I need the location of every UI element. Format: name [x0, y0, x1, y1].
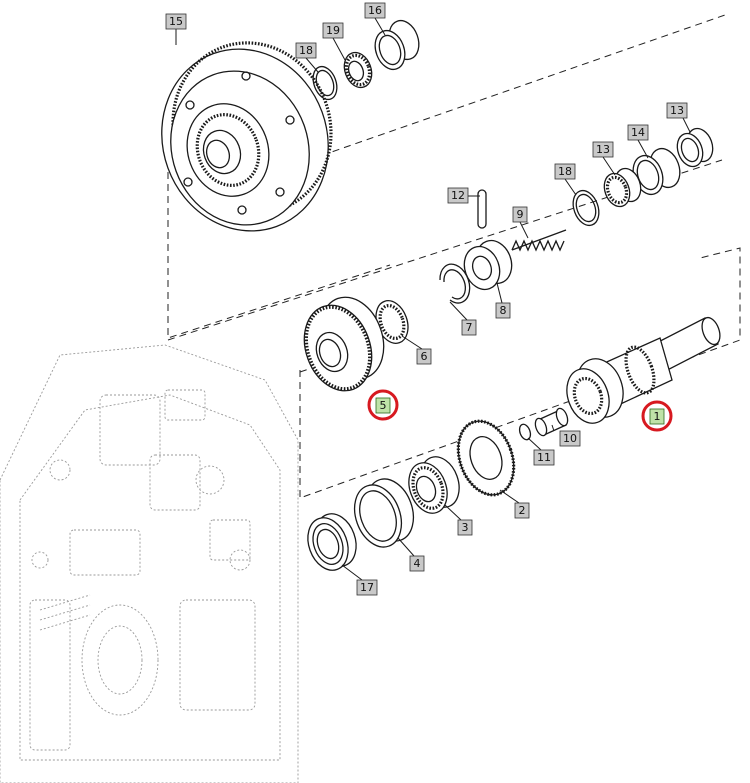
- callout-3[interactable]: 3: [457, 519, 473, 536]
- callout-2[interactable]: 2: [514, 502, 530, 519]
- needle-bearing-part-19: [343, 51, 373, 89]
- callout-11[interactable]: 11: [533, 449, 555, 466]
- collar-part-8: [463, 239, 513, 291]
- callout-17[interactable]: 17: [356, 579, 378, 596]
- shaft-part-1: [566, 316, 721, 424]
- svg-text:8: 8: [500, 304, 507, 317]
- bearing-part-13-left: [603, 167, 642, 208]
- svg-text:13: 13: [670, 104, 684, 117]
- svg-text:18: 18: [558, 165, 572, 178]
- seal-part-17: [307, 513, 357, 571]
- callout-10[interactable]: 10: [559, 430, 581, 447]
- sleeve-part-16: [374, 19, 420, 71]
- transmission-housing-ghost: [0, 344, 299, 783]
- svg-text:1: 1: [654, 410, 661, 423]
- large-gear-part-15: [161, 41, 333, 232]
- svg-text:14: 14: [631, 126, 645, 139]
- bearing-cup-part-4: [353, 478, 415, 548]
- svg-text:18: 18: [299, 44, 313, 57]
- bearing-part-13-right: [676, 127, 714, 168]
- splined-ring-part-6: [375, 300, 409, 344]
- svg-text:9: 9: [517, 208, 524, 221]
- callout-9[interactable]: 9: [512, 206, 528, 223]
- thin-ring-part-18-upper: [312, 65, 338, 101]
- callout-14[interactable]: 14: [627, 124, 649, 141]
- callout-1[interactable]: 1: [649, 408, 665, 425]
- callout-18-upper[interactable]: 18: [295, 42, 317, 59]
- callout-4[interactable]: 4: [409, 555, 425, 572]
- svg-text:10: 10: [563, 432, 577, 445]
- tapered-bearing-part-3: [408, 456, 460, 514]
- gear-part-5: [303, 296, 385, 392]
- svg-text:11: 11: [537, 451, 551, 464]
- svg-text:17: 17: [360, 581, 374, 594]
- callout-6[interactable]: 6: [416, 348, 432, 365]
- pin-part-12: [477, 189, 487, 229]
- svg-text:5: 5: [380, 399, 387, 412]
- svg-text:16: 16: [368, 4, 382, 17]
- callout-8[interactable]: 8: [495, 302, 511, 319]
- callout-13-left[interactable]: 13: [592, 141, 614, 158]
- small-ring-part-11: [518, 423, 532, 441]
- svg-text:15: 15: [169, 15, 183, 28]
- callout-18-lower[interactable]: 18: [554, 163, 576, 180]
- snap-ring-part-7: [439, 263, 471, 304]
- callout-19[interactable]: 19: [322, 22, 344, 39]
- highlight-ring-part-1: [641, 400, 673, 432]
- callout-5[interactable]: 5: [375, 397, 391, 414]
- svg-text:19: 19: [326, 24, 340, 37]
- svg-text:6: 6: [421, 350, 428, 363]
- svg-text:3: 3: [462, 521, 469, 534]
- callout-12[interactable]: 12: [447, 187, 469, 204]
- callout-13-right[interactable]: 13: [666, 102, 688, 119]
- svg-text:7: 7: [466, 321, 473, 334]
- pilot-pin-part-10: [534, 407, 569, 437]
- callout-16[interactable]: 16: [364, 2, 386, 19]
- callout-15[interactable]: 15: [165, 13, 187, 30]
- svg-text:2: 2: [519, 504, 526, 517]
- leader-lines: [175, 17, 691, 581]
- svg-text:13: 13: [596, 143, 610, 156]
- svg-text:4: 4: [414, 557, 421, 570]
- thin-ring-part-18-lower: [572, 189, 600, 227]
- highlight-ring-part-5: [367, 389, 399, 421]
- spring-part-9: [511, 229, 567, 252]
- tone-wheel-part-2: [456, 419, 516, 497]
- callout-7[interactable]: 7: [461, 319, 477, 336]
- svg-text:12: 12: [451, 189, 465, 202]
